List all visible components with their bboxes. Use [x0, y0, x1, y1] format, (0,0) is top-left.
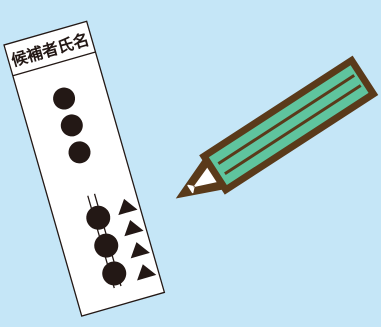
- kana-mark-1: [118, 198, 138, 216]
- name-dot-1: [53, 87, 76, 110]
- name-dot-4: [86, 205, 111, 230]
- pencil-body: [199, 55, 379, 195]
- kana-mark-4: [137, 264, 157, 281]
- kana-mark-3: [130, 242, 150, 259]
- ballot-paper-sheet: [3, 20, 166, 317]
- name-dot-6: [102, 261, 127, 286]
- kana-mark-2: [124, 220, 144, 237]
- ballot-header-divider: [12, 51, 96, 77]
- ballot-paper: 候補者氏名: [3, 20, 166, 317]
- pencil-stripe-top: [217, 74, 356, 165]
- name-dot-3: [68, 141, 91, 164]
- name-dot-5: [94, 233, 119, 258]
- name-dot-2: [60, 114, 83, 137]
- pencil-lead: [178, 184, 194, 197]
- pencil-icon: [175, 55, 379, 199]
- pencil-stripe-bottom: [224, 84, 362, 175]
- pencil-cone-border: [186, 157, 225, 195]
